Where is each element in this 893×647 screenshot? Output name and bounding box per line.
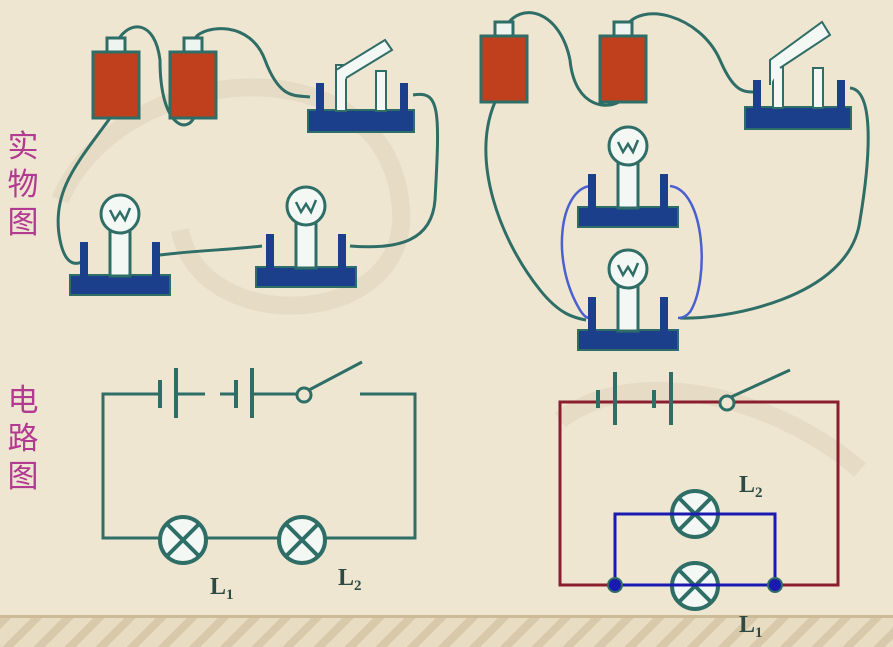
lamp-holder-2	[254, 185, 358, 289]
lamp-subscript: 2	[755, 485, 763, 501]
lamp-letter: L	[210, 574, 227, 600]
lamp-letter: L	[739, 612, 756, 638]
lamp-symbol-l2	[277, 515, 327, 565]
lamp-label-l2-parallel: L2	[739, 472, 763, 502]
lamp-subscript: 1	[226, 587, 234, 603]
battery-3	[479, 20, 529, 104]
circuit-diagram-label: 电路图	[7, 383, 39, 495]
lamp-holder-3	[576, 125, 680, 229]
lamp-label-l1: L1	[210, 574, 234, 604]
lamp-holder-1	[68, 193, 172, 297]
knife-switch	[307, 38, 415, 133]
lamp-letter: L	[338, 565, 355, 591]
parallel-physical-circuit	[479, 11, 870, 352]
background-decoration	[51, 78, 866, 477]
series-schematic	[101, 360, 417, 565]
battery-2	[168, 36, 218, 120]
knife-switch-2	[744, 20, 852, 130]
physical-diagram-label: 实物图	[7, 129, 39, 241]
lamp-symbol-l1	[158, 515, 208, 565]
battery-4	[598, 20, 648, 104]
lamp-subscript: 1	[755, 625, 763, 641]
lamp-letter: L	[739, 472, 756, 498]
parallel-schematic	[558, 368, 840, 611]
lamp-label-l2: L2	[338, 565, 362, 595]
lamp-holder-4	[576, 248, 680, 352]
lamp-subscript: 2	[354, 578, 362, 594]
decorative-border	[0, 615, 893, 647]
series-physical-circuit	[56, 25, 440, 297]
battery-1	[91, 36, 141, 120]
lamp-label-l1-parallel: L1	[739, 612, 763, 642]
